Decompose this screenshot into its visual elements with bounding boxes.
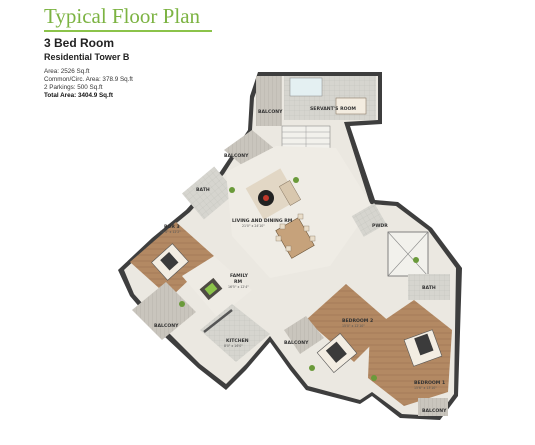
- title-underline: [44, 30, 212, 32]
- label-bath-left: BATH: [196, 187, 210, 193]
- tower-name: Residential Tower B: [44, 52, 130, 62]
- label-balcony-right: BALCONY: [284, 340, 309, 346]
- area-specs: Area: 2526 Sq.ft Common/Circ. Area: 378.…: [44, 68, 244, 100]
- room-powder: [351, 203, 387, 237]
- room-bath-left: [181, 166, 237, 220]
- servant-bed: [335, 97, 367, 115]
- spec-common-area: Common/Circ. Area: 378.9 Sq.ft: [44, 76, 133, 83]
- label-bath-right: BATH: [422, 285, 436, 291]
- unit-type: 3 Bed Room: [44, 36, 115, 50]
- dining-table: [275, 217, 315, 259]
- spec-area: Area: 2526 Sq.ft: [44, 68, 90, 75]
- label-servants-room: SERVANT'S ROOM: [310, 106, 356, 112]
- room-balcony-mid: [224, 130, 276, 172]
- label-balcony-bottom: BALCONY: [422, 408, 447, 414]
- label-kitchen: KITCHEN: [226, 338, 249, 344]
- label-bedroom-1: BEDROOM 1: [414, 380, 445, 386]
- room-kitchen: [200, 304, 270, 362]
- label-living-dining: LIVING AND DINING RM: [232, 218, 293, 224]
- label-balcony-mid: BALCONY: [224, 153, 249, 159]
- label-balcony-left: BALCONY: [154, 323, 179, 329]
- dim-bedroom-3: 14'4" x 12'2": [160, 230, 181, 234]
- label-powder: PWDR: [372, 223, 388, 229]
- room-balcony-left: [132, 282, 196, 340]
- sofa: [278, 180, 302, 206]
- label-balcony-top: BALCONY: [258, 109, 283, 115]
- spec-total-area: Total Area: 3404.9 Sq.ft: [44, 92, 113, 99]
- dim-kitchen: 8'0" x 16'0": [224, 344, 243, 348]
- label-family-rm: RM: [234, 279, 243, 285]
- room-balcony-bottom: [418, 398, 448, 416]
- page-title: Typical Floor Plan: [44, 4, 201, 28]
- label-bedroom-2: BEDROOM 2: [342, 318, 373, 324]
- room-balcony-top: [256, 76, 282, 126]
- room-balcony-right: [284, 316, 324, 354]
- dim-family: 16'5" x 12'4": [228, 285, 249, 289]
- room-bath-right: [408, 274, 450, 300]
- servant-bath: [289, 77, 323, 97]
- dim-living-dining: 21'0" x 24'10": [242, 224, 265, 228]
- plants: [179, 177, 419, 381]
- spec-parkings: 2 Parkings: 500 Sq.ft: [44, 84, 103, 91]
- dim-bedroom-1: 15'6" x 13'10": [414, 386, 437, 390]
- label-bedroom-3: BDR 3: [164, 224, 180, 230]
- dim-bedroom-2: 15'0" x 12'10": [342, 324, 365, 328]
- plan-header: Typical Floor Plan 3 Bed Room Residentia…: [44, 0, 244, 100]
- label-family: FAMILY: [230, 273, 249, 279]
